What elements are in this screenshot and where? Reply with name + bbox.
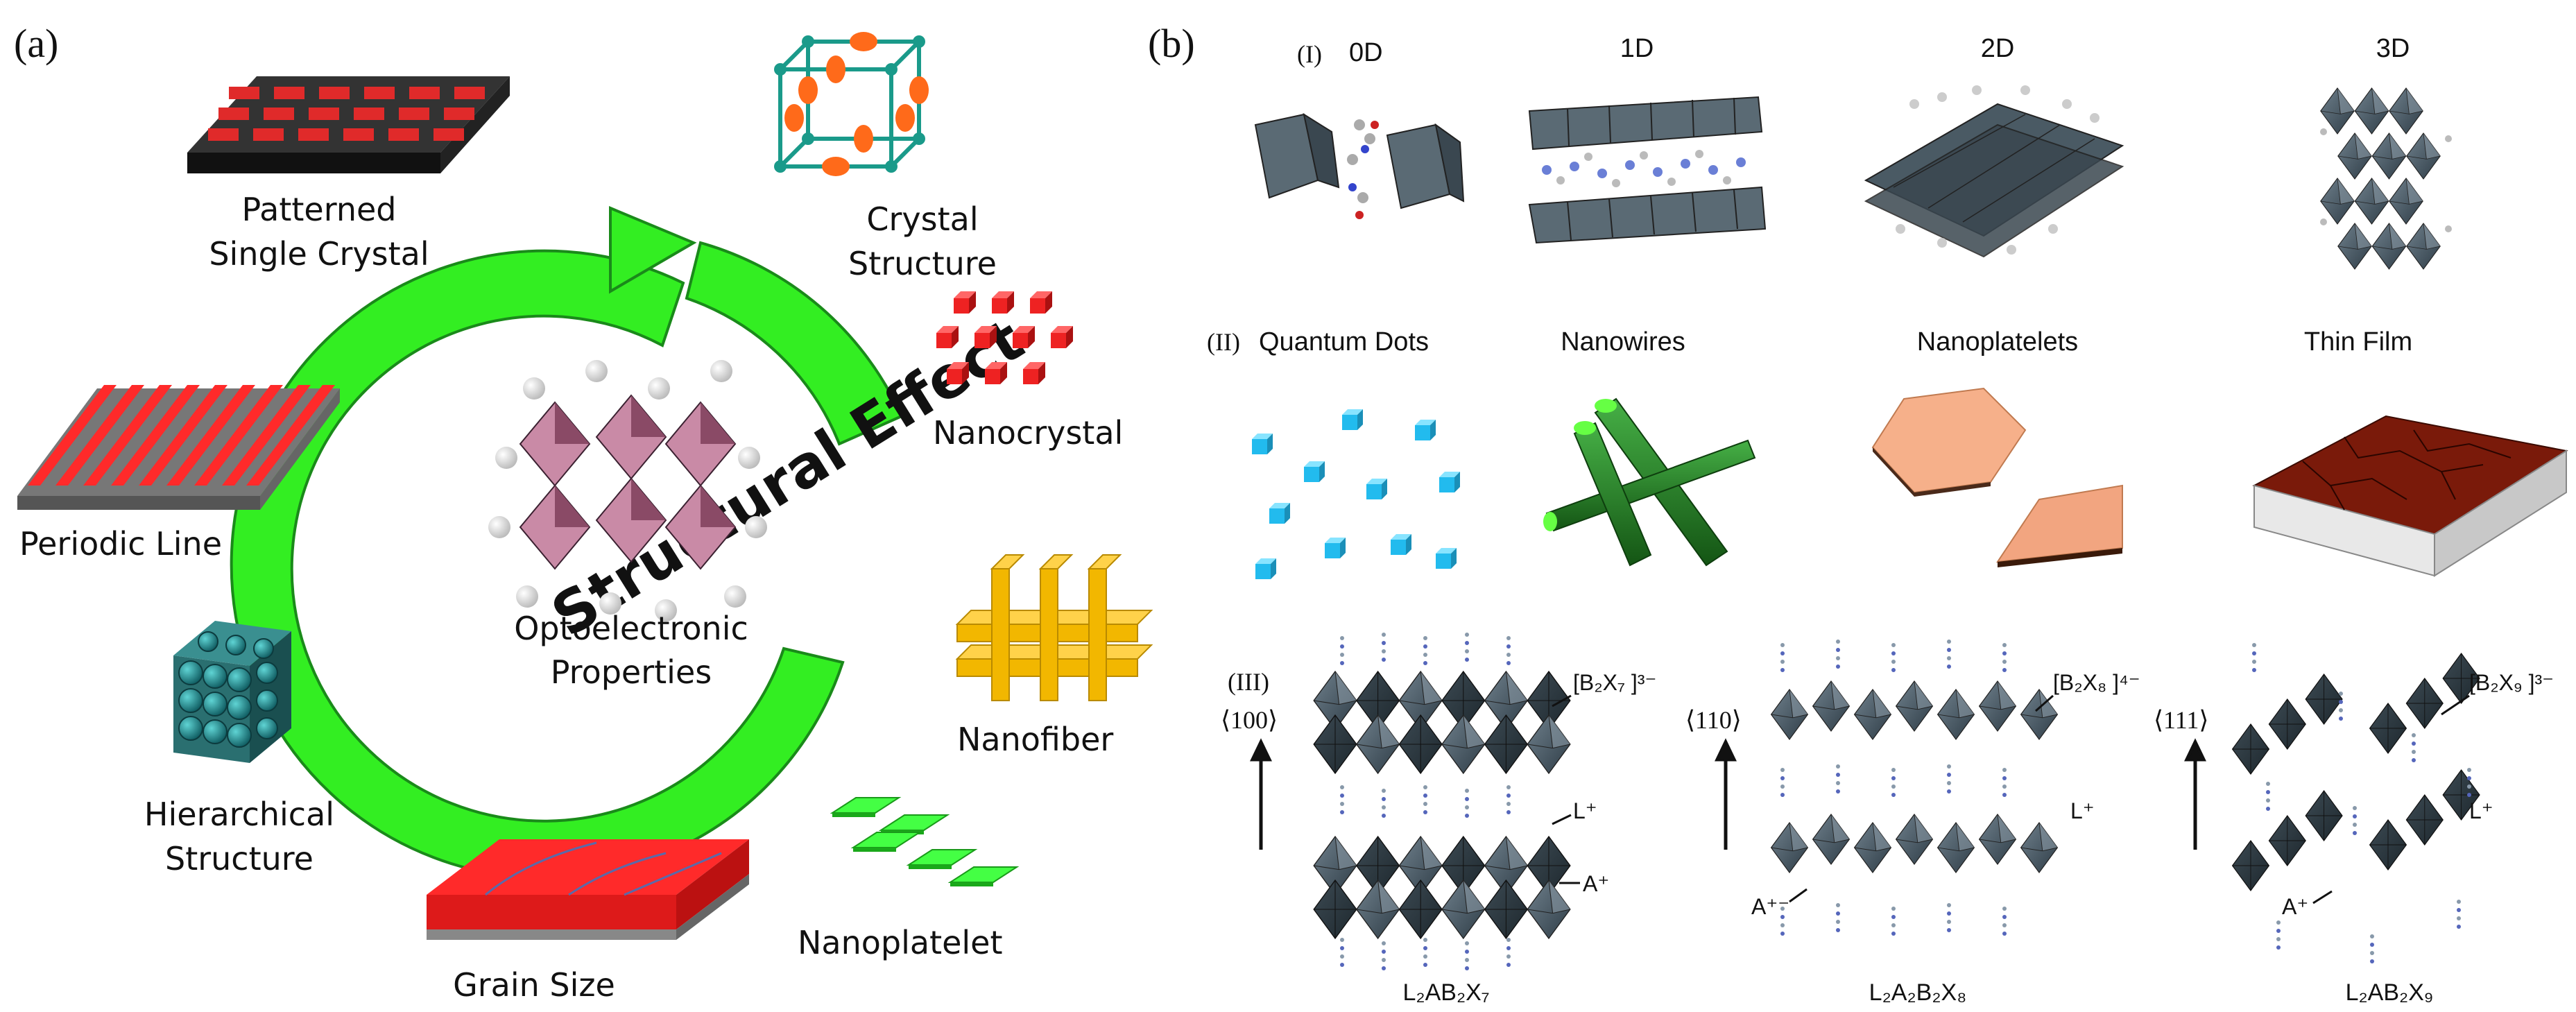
grain-size-icon [427, 839, 749, 940]
label-patterned-1: Patterned [242, 191, 397, 228]
center-label-1: Optoelectronic [514, 610, 748, 647]
center-label-2: Properties [551, 653, 712, 691]
structure-110-icon [1771, 640, 2058, 936]
hierarchical-structure-icon [173, 621, 291, 763]
label-nanocrystal: Nanocrystal [933, 414, 1123, 452]
orient-111: ⟨111⟩ [2154, 706, 2208, 734]
structure-1d-icon [1528, 96, 1767, 244]
formula-100: L₂AB₂X₇ [1402, 979, 1489, 1006]
structure-3d-icon [2320, 87, 2452, 270]
row2-label-qd: Quantum Dots [1259, 327, 1429, 357]
structure-111-icon [2232, 643, 2480, 963]
label-crystal-1: Crystal [866, 200, 978, 238]
cation-a-100: A⁺ [1583, 871, 1609, 896]
structure-2d-icon [1864, 85, 2124, 258]
panel-b-tag: (b) [1148, 21, 1195, 66]
nanofiber-icon [955, 554, 1153, 701]
unit-arrow-111 [2312, 694, 2470, 904]
structure-0d-icon [1254, 112, 1465, 219]
row3-roman: (III) [1228, 668, 1269, 696]
cation-a-111: A⁺ [2282, 894, 2308, 919]
panel-a-tag: (a) [14, 21, 58, 66]
structure-100-icon [1313, 633, 1571, 970]
label-grain: Grain Size [453, 966, 615, 1004]
perovskite-lattice-icon [488, 360, 767, 621]
periodic-line-icon [17, 385, 340, 510]
row2-label-np: Nanoplatelets [1917, 327, 2078, 357]
cation-l-111: L⁺ [2469, 798, 2493, 823]
cation-l-100: L⁺ [1573, 798, 1597, 823]
label-crystal-2: Structure [848, 245, 997, 282]
unit-100: [B₂X₇ ]³⁻ [1573, 670, 1656, 695]
label-hier-2: Structure [165, 840, 314, 877]
row1-label-3d: 3D [2376, 34, 2410, 63]
nanowires-icon [1543, 397, 1756, 567]
row1-label-2d: 2D [1981, 34, 2015, 63]
cation-a-110: A⁺⁻ [1751, 894, 1789, 919]
row1-roman: (I) [1297, 40, 1322, 68]
unit-111: [B₂X₉ ]³⁻ [2469, 670, 2554, 695]
patterned-crystal-icon [187, 76, 510, 173]
formula-111: L₂AB₂X₉ [2346, 979, 2434, 1006]
circular-arrow-icon [230, 206, 904, 880]
row2-roman: (II) [1207, 328, 1240, 356]
unit-arrow-110 [1789, 694, 2054, 903]
formula-110: L₂A₂B₂X₈ [1869, 979, 1967, 1006]
nanoplatelet-icon [832, 797, 1017, 887]
unit-110: [B₂X₈ ]⁴⁻ [2053, 670, 2140, 695]
label-patterned-2: Single Crystal [209, 235, 429, 273]
quantum-dots-icon [1252, 409, 1460, 579]
unit-arrow-100 [1552, 694, 1580, 884]
label-nanofiber: Nanofiber [957, 721, 1113, 758]
label-periodic: Periodic Line [19, 525, 222, 563]
row1-label-0d: 0D [1349, 38, 1383, 67]
up-arrow-icon [1250, 738, 2206, 850]
orient-110: ⟨110⟩ [1685, 706, 1742, 734]
row2-label-nw: Nanowires [1561, 327, 1685, 357]
label-hier-1: Hierarchical [144, 796, 334, 833]
nanoplatelets-icon [1871, 387, 2123, 567]
cation-l-110: L⁺ [2070, 798, 2095, 823]
crystal-structure-icon [774, 32, 929, 176]
thin-film-icon [2252, 415, 2568, 577]
row2-label-tf: Thin Film [2304, 327, 2412, 357]
orient-100: ⟨100⟩ [1221, 706, 1278, 734]
label-nanoplatelet: Nanoplatelet [798, 924, 1003, 961]
row1-label-1d: 1D [1620, 34, 1654, 63]
